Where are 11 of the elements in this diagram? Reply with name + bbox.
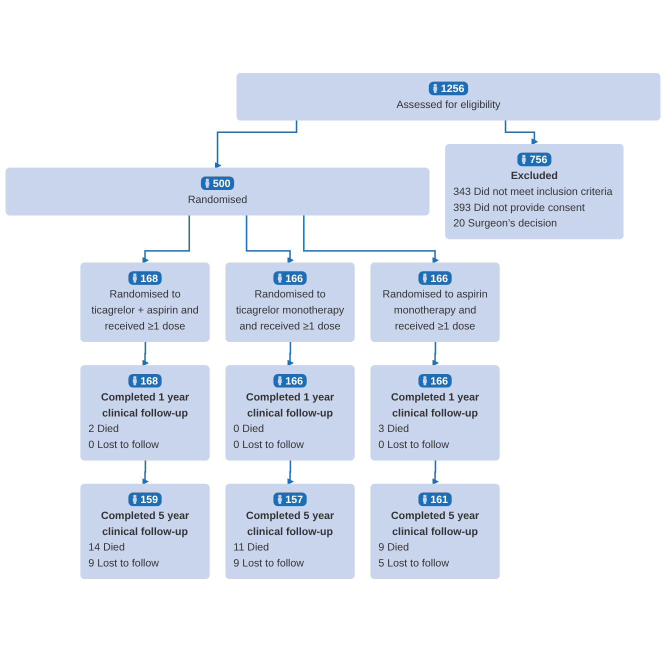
arrow	[432, 460, 439, 485]
arrow	[214, 120, 298, 169]
arrow	[142, 342, 149, 366]
arrow	[287, 460, 294, 485]
arrow	[142, 215, 190, 264]
arrow	[142, 460, 149, 485]
arrow	[432, 342, 439, 366]
arrow	[287, 342, 294, 366]
arrow	[246, 215, 294, 264]
arrow	[303, 215, 439, 264]
arrow	[504, 120, 538, 146]
